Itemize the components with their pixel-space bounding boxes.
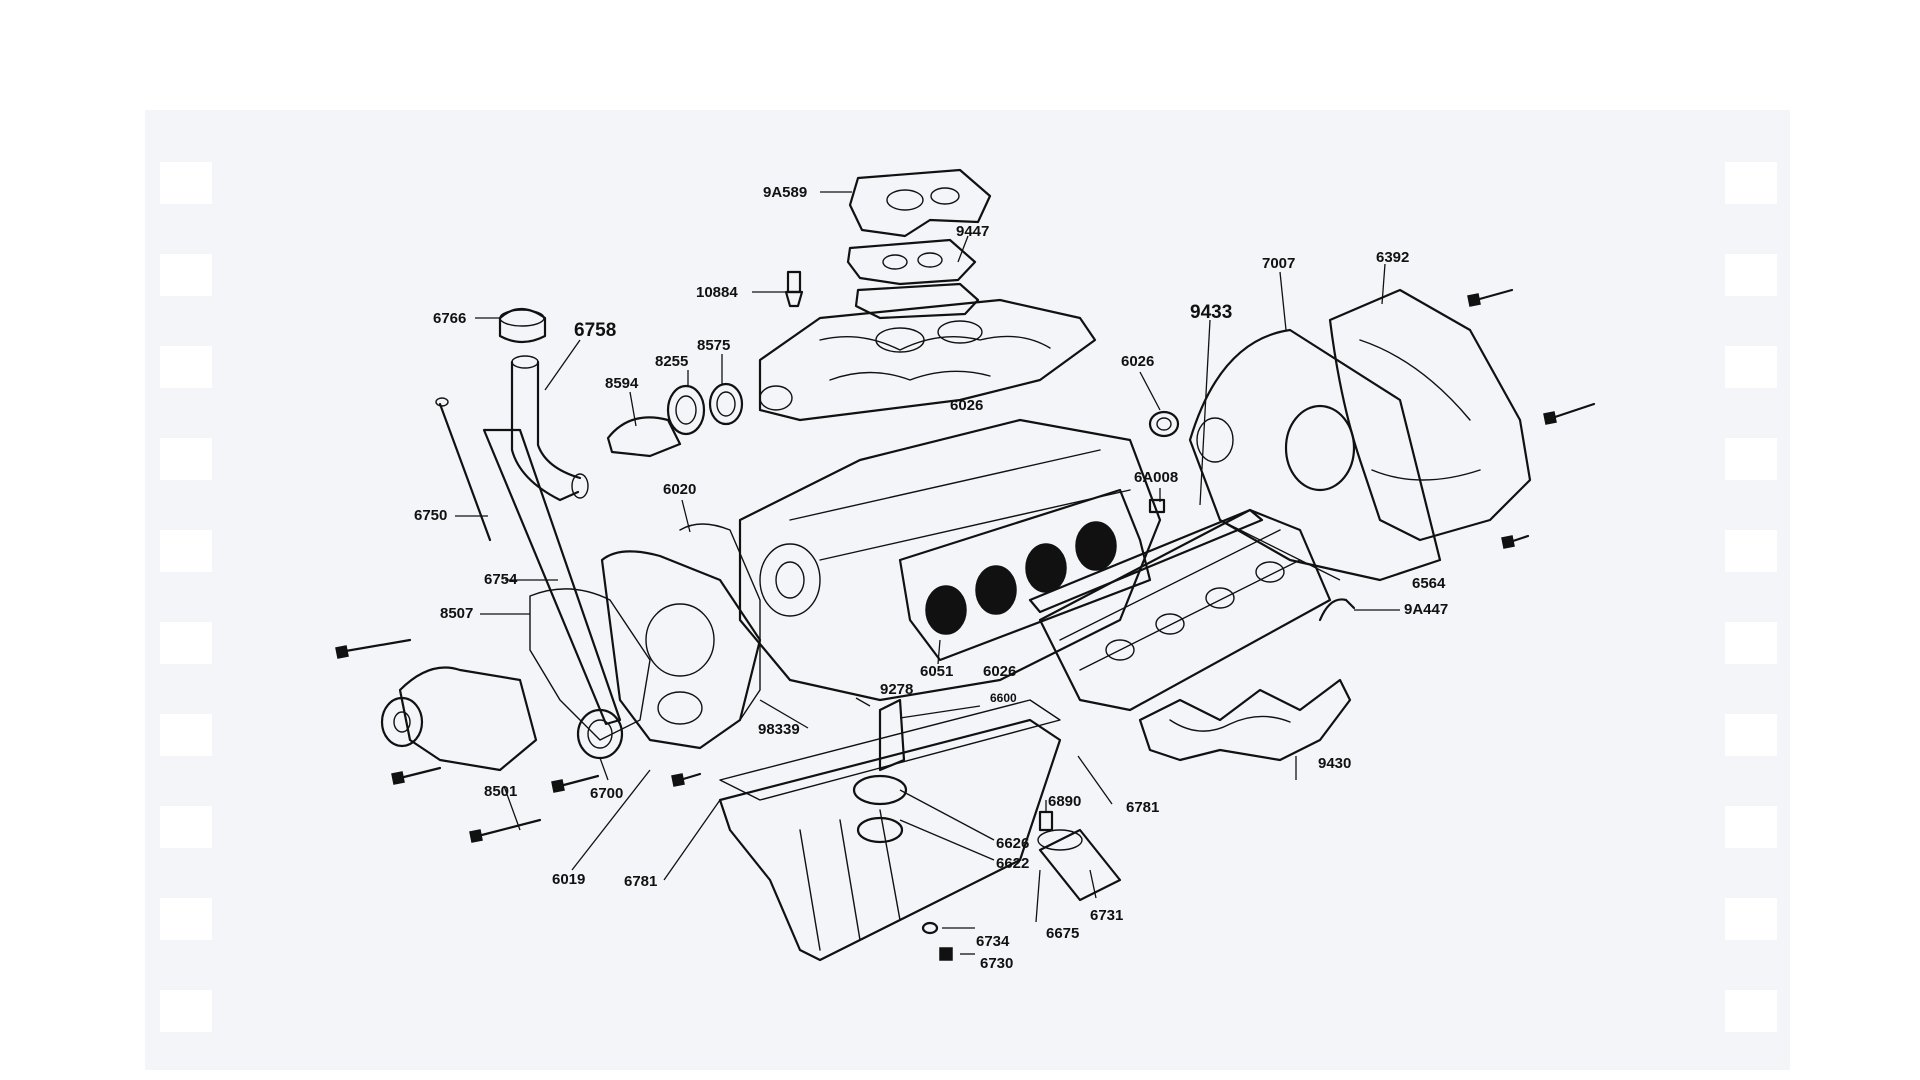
flywheel-housing-plate bbox=[1188, 328, 1442, 582]
oil-dipstick bbox=[435, 397, 492, 542]
label-6626: 6626 bbox=[996, 835, 1029, 852]
head-gasket-9433 bbox=[1028, 508, 1264, 614]
bolts bbox=[335, 288, 1596, 843]
perforations-left bbox=[160, 162, 212, 1032]
label-9A447: 9A447 bbox=[1404, 601, 1448, 618]
label-8594: 8594 bbox=[605, 375, 639, 392]
part-6A008 bbox=[1148, 498, 1166, 514]
label-6019: 6019 bbox=[552, 871, 585, 888]
part-9A447 bbox=[1318, 598, 1356, 622]
oil-pan bbox=[718, 718, 1062, 962]
cylinder-head-gasket bbox=[898, 488, 1152, 662]
label-6600: 6600 bbox=[990, 691, 1017, 705]
thermostat-gasket bbox=[666, 384, 706, 436]
label-6781-left: 6781 bbox=[624, 873, 657, 890]
label-9278: 9278 bbox=[880, 681, 913, 698]
label-10884: 10884 bbox=[696, 284, 738, 301]
thermostat-housing bbox=[606, 416, 682, 458]
label-9433: 9433 bbox=[1190, 302, 1232, 323]
label-8575: 8575 bbox=[697, 337, 730, 354]
label-6675: 6675 bbox=[1046, 925, 1079, 942]
dipstick-tube bbox=[482, 428, 622, 726]
water-pump bbox=[380, 666, 538, 772]
label-8501: 8501 bbox=[484, 783, 517, 800]
label-6051: 6051 bbox=[920, 663, 953, 680]
drain-plug bbox=[939, 947, 953, 961]
label-6758: 6758 bbox=[574, 320, 616, 341]
label-9447: 9447 bbox=[956, 223, 989, 240]
bellhousing bbox=[1328, 288, 1532, 542]
temperature-sender bbox=[784, 270, 804, 308]
label-6026-top: 6026 bbox=[950, 397, 983, 414]
carburetor-spacer bbox=[848, 168, 992, 238]
label-6890: 6890 bbox=[1048, 793, 1081, 810]
timing-cover-gasket-8507 bbox=[529, 588, 651, 741]
label-6781-right: 6781 bbox=[1126, 799, 1159, 816]
oil-pump bbox=[852, 698, 908, 844]
cylinder-block bbox=[738, 418, 1162, 702]
thermostat bbox=[708, 382, 744, 426]
label-6730: 6730 bbox=[980, 955, 1013, 972]
label-6754: 6754 bbox=[484, 571, 518, 588]
label-6700: 6700 bbox=[590, 785, 623, 802]
cam-bearing-plug bbox=[1148, 410, 1180, 438]
label-6731: 6731 bbox=[1090, 907, 1123, 924]
label-9430: 9430 bbox=[1318, 755, 1351, 772]
label-6020: 6020 bbox=[663, 481, 696, 498]
label-6026-low: 6026 bbox=[983, 663, 1016, 680]
label-6622: 6622 bbox=[996, 855, 1029, 872]
oil-filler-tube bbox=[510, 355, 589, 502]
label-6734: 6734 bbox=[976, 933, 1010, 950]
label-98339: 98339 bbox=[758, 721, 800, 738]
oil-filter bbox=[1037, 828, 1122, 902]
timing-cover bbox=[600, 550, 762, 750]
label-8255: 8255 bbox=[655, 353, 688, 370]
carburetor-gasket bbox=[846, 238, 980, 320]
label-6392: 6392 bbox=[1376, 249, 1409, 266]
leader-lines bbox=[455, 191, 1400, 955]
front-cover-gasket bbox=[679, 523, 761, 721]
label-6564: 6564 bbox=[1412, 575, 1446, 592]
intake-manifold bbox=[758, 298, 1097, 422]
label-9A589: 9A589 bbox=[763, 184, 807, 201]
label-8507: 8507 bbox=[440, 605, 473, 622]
part-labels: 9A589 9447 10884 6766 6758 8255 8575 859… bbox=[414, 184, 1448, 972]
exhaust-manifold bbox=[1138, 678, 1352, 762]
drain-plug-gasket bbox=[921, 921, 939, 935]
perforations-right bbox=[1725, 162, 1777, 1032]
label-6026-mid: 6026 bbox=[1121, 353, 1154, 370]
label-7007: 7007 bbox=[1262, 255, 1295, 272]
label-6766: 6766 bbox=[433, 310, 466, 327]
label-6750: 6750 bbox=[414, 507, 447, 524]
label-6A008: 6A008 bbox=[1134, 469, 1178, 486]
